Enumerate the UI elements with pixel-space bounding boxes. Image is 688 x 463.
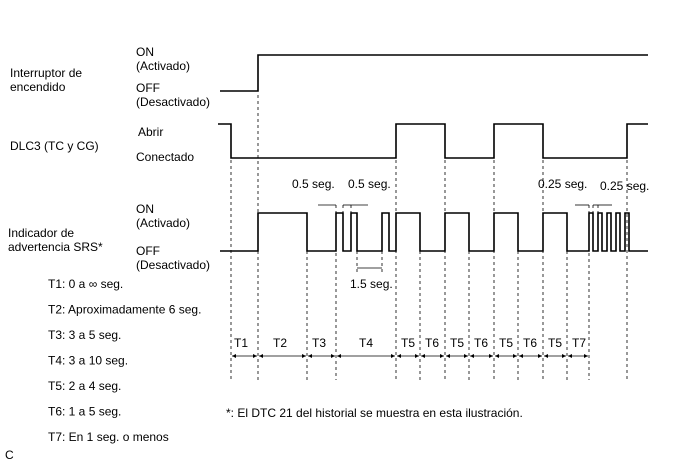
arrow-head [397,354,401,358]
interval-label-t5: T5 [499,336,513,350]
ignition-on-sub: (Activado) [136,59,190,73]
interval-label-t5: T5 [450,336,464,350]
arrow-head [495,354,499,358]
legend-item: T7: En 1 seg. o menos [48,430,169,444]
interval-label-t3: T3 [312,336,326,350]
arrow-head [544,354,548,358]
ignition-name-line2: encendido [10,80,66,94]
srs-on-label: ON [136,202,154,216]
arrow-head [464,354,468,358]
arrow-head [253,354,257,358]
interval-label-t1: T1 [234,336,248,350]
annotation-gap: 1.5 seg. [350,277,393,291]
srs-on-sub: (Activado) [136,216,190,230]
srs-name-line1: Indicador de [8,226,74,240]
dlc3-name: DLC3 (TC y CG) [10,139,99,153]
ignition-off-label: OFF [136,81,160,95]
arrow-head [584,354,588,358]
ignition-waveform [220,54,648,92]
arrow-head [568,354,572,358]
annotation-pulse-d: 0.25 seg. [600,179,649,193]
ignition-name-line1: Interruptor de [10,66,82,80]
srs-off-sub: (Desactivado) [136,258,210,272]
legend-item: T5: 2 a 4 seg. [48,379,121,393]
legend-item: T2: Aproximadamente 6 seg. [48,303,201,317]
arrow-head [440,354,444,358]
arrow-head [513,354,517,358]
interval-label-t2: T2 [273,336,287,350]
arrow-head [232,354,236,358]
arrow-head [302,354,306,358]
dimension-marks [318,204,612,269]
arrow-head [259,354,263,358]
legend-item: T6: 1 a 5 seg. [48,405,121,419]
corner-mark: C [5,448,14,462]
arrow-head [446,354,450,358]
annotation-pulse-c: 0.25 seg. [538,177,587,191]
interval-label-t5: T5 [548,336,562,350]
timing-guides [230,95,628,380]
arrow-head [538,354,542,358]
interval-arrows [232,354,588,358]
arrow-head [391,354,395,358]
arrow-head [308,354,312,358]
ignition-on-label: ON [136,45,154,59]
arrow-head [562,354,566,358]
interval-label-t7: T7 [572,336,586,350]
legend-item: T3: 3 a 5 seg. [48,328,121,342]
annotation-pulse-a: 0.5 seg. [292,177,335,191]
interval-labels: T1 T2 T3 T4 T5 T6 T5 T6 T5 T6 T5 T7 [234,336,586,350]
srs-waveform [220,212,648,252]
legend-item: T1: 0 a ∞ seg. [48,277,123,291]
interval-legend: T1: 0 a ∞ seg. T2: Aproximadamente 6 seg.… [48,277,201,444]
annotation-pulse-b: 0.5 seg. [348,177,391,191]
interval-label-t6: T6 [523,336,537,350]
arrow-head [415,354,419,358]
arrow-head [421,354,425,358]
srs-name-line2: advertencia SRS* [8,240,103,254]
arrow-head [519,354,523,358]
interval-label-t6: T6 [425,336,439,350]
dlc3-connected-label: Conectado [136,150,194,164]
arrow-head [489,354,493,358]
interval-label-t4: T4 [359,336,373,350]
dlc3-waveform [218,123,648,159]
interval-label-t6: T6 [474,336,488,350]
srs-off-label: OFF [136,244,160,258]
arrow-head [470,354,474,358]
dlc3-open-label: Abrir [138,125,163,139]
legend-item: T4: 3 a 10 seg. [48,354,128,368]
arrow-head [331,354,335,358]
interval-label-t5: T5 [401,336,415,350]
footnote: *: El DTC 21 del historial se muestra en… [226,406,523,420]
arrow-head [337,354,341,358]
ignition-off-sub: (Desactivado) [136,95,210,109]
